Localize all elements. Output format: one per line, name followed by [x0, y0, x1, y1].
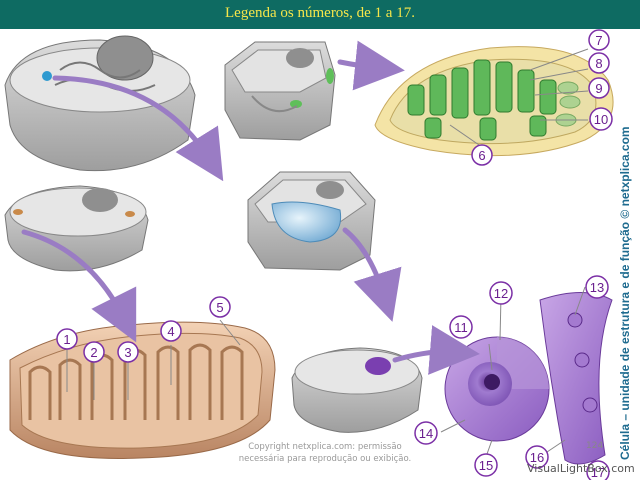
animal-cell-mid	[4, 185, 149, 272]
label-9: 9	[588, 77, 610, 99]
animal-cell-top	[4, 35, 196, 172]
label-2: 2	[83, 341, 105, 363]
label-lines	[66, 48, 589, 455]
svg-text:5: 5	[216, 300, 223, 315]
label-3: 3	[117, 341, 139, 363]
svg-text:6: 6	[478, 148, 485, 163]
svg-text:3: 3	[124, 345, 131, 360]
label-14: 14	[414, 421, 438, 445]
label-7: 7	[588, 29, 610, 51]
svg-text:12: 12	[494, 286, 508, 301]
page-title: Legenda os números, de 1 a 17.	[225, 5, 415, 21]
svg-text:1: 1	[63, 332, 70, 347]
label-8: 8	[588, 52, 610, 74]
plant-cell-vacuole	[247, 171, 376, 271]
illustration: 1 2 3 4 5 6 7 8 9 10 11 12 13 14 15 16 1…	[4, 29, 614, 480]
page-number: 124	[586, 441, 604, 451]
vertical-caption: Célula – unidade de estrutura e de funçã…	[618, 126, 632, 460]
svg-text:17: 17	[591, 465, 605, 480]
label-1: 1	[56, 328, 78, 350]
watermark: VisualLightBox.com	[527, 462, 635, 475]
label-12: 12	[489, 281, 513, 305]
arrows	[21, 40, 480, 375]
plant-cell-top	[224, 41, 336, 141]
svg-text:15: 15	[479, 458, 493, 473]
copyright-notice: Copyright netxplica.com: permissão neces…	[230, 441, 420, 465]
label-16: 16	[525, 445, 549, 469]
label-4: 4	[160, 320, 182, 342]
label-15: 15	[474, 453, 498, 477]
svg-text:13: 13	[590, 280, 604, 295]
header-bar: Legenda os números, de 1 a 17.	[0, 0, 640, 29]
svg-text:11: 11	[454, 320, 468, 335]
nuclear-envelope	[539, 292, 613, 465]
label-10: 10	[589, 107, 613, 131]
svg-text:14: 14	[419, 426, 433, 441]
chloroplast	[374, 46, 614, 157]
svg-text:2: 2	[90, 345, 97, 360]
svg-text:8: 8	[595, 56, 602, 71]
label-5: 5	[209, 296, 231, 318]
svg-text:16: 16	[530, 450, 544, 465]
svg-text:7: 7	[595, 33, 602, 48]
label-6: 6	[471, 144, 493, 166]
animal-cell-bottom	[291, 347, 423, 433]
copyright-line-1: Copyright netxplica.com: permissão	[248, 442, 402, 452]
label-13: 13	[585, 275, 609, 299]
label-markers: 1 2 3 4 5 6 7 8 9 10 11 12 13 14 15 16 1…	[56, 29, 613, 480]
label-11: 11	[449, 315, 473, 339]
mitochondrion	[9, 321, 276, 459]
svg-text:4: 4	[167, 324, 174, 339]
label-17: 17	[586, 460, 610, 480]
svg-text:9: 9	[595, 81, 602, 96]
nucleus	[444, 336, 550, 442]
svg-text:10: 10	[594, 112, 608, 127]
copyright-line-2: necessária para reprodução ou exibição.	[238, 454, 412, 464]
